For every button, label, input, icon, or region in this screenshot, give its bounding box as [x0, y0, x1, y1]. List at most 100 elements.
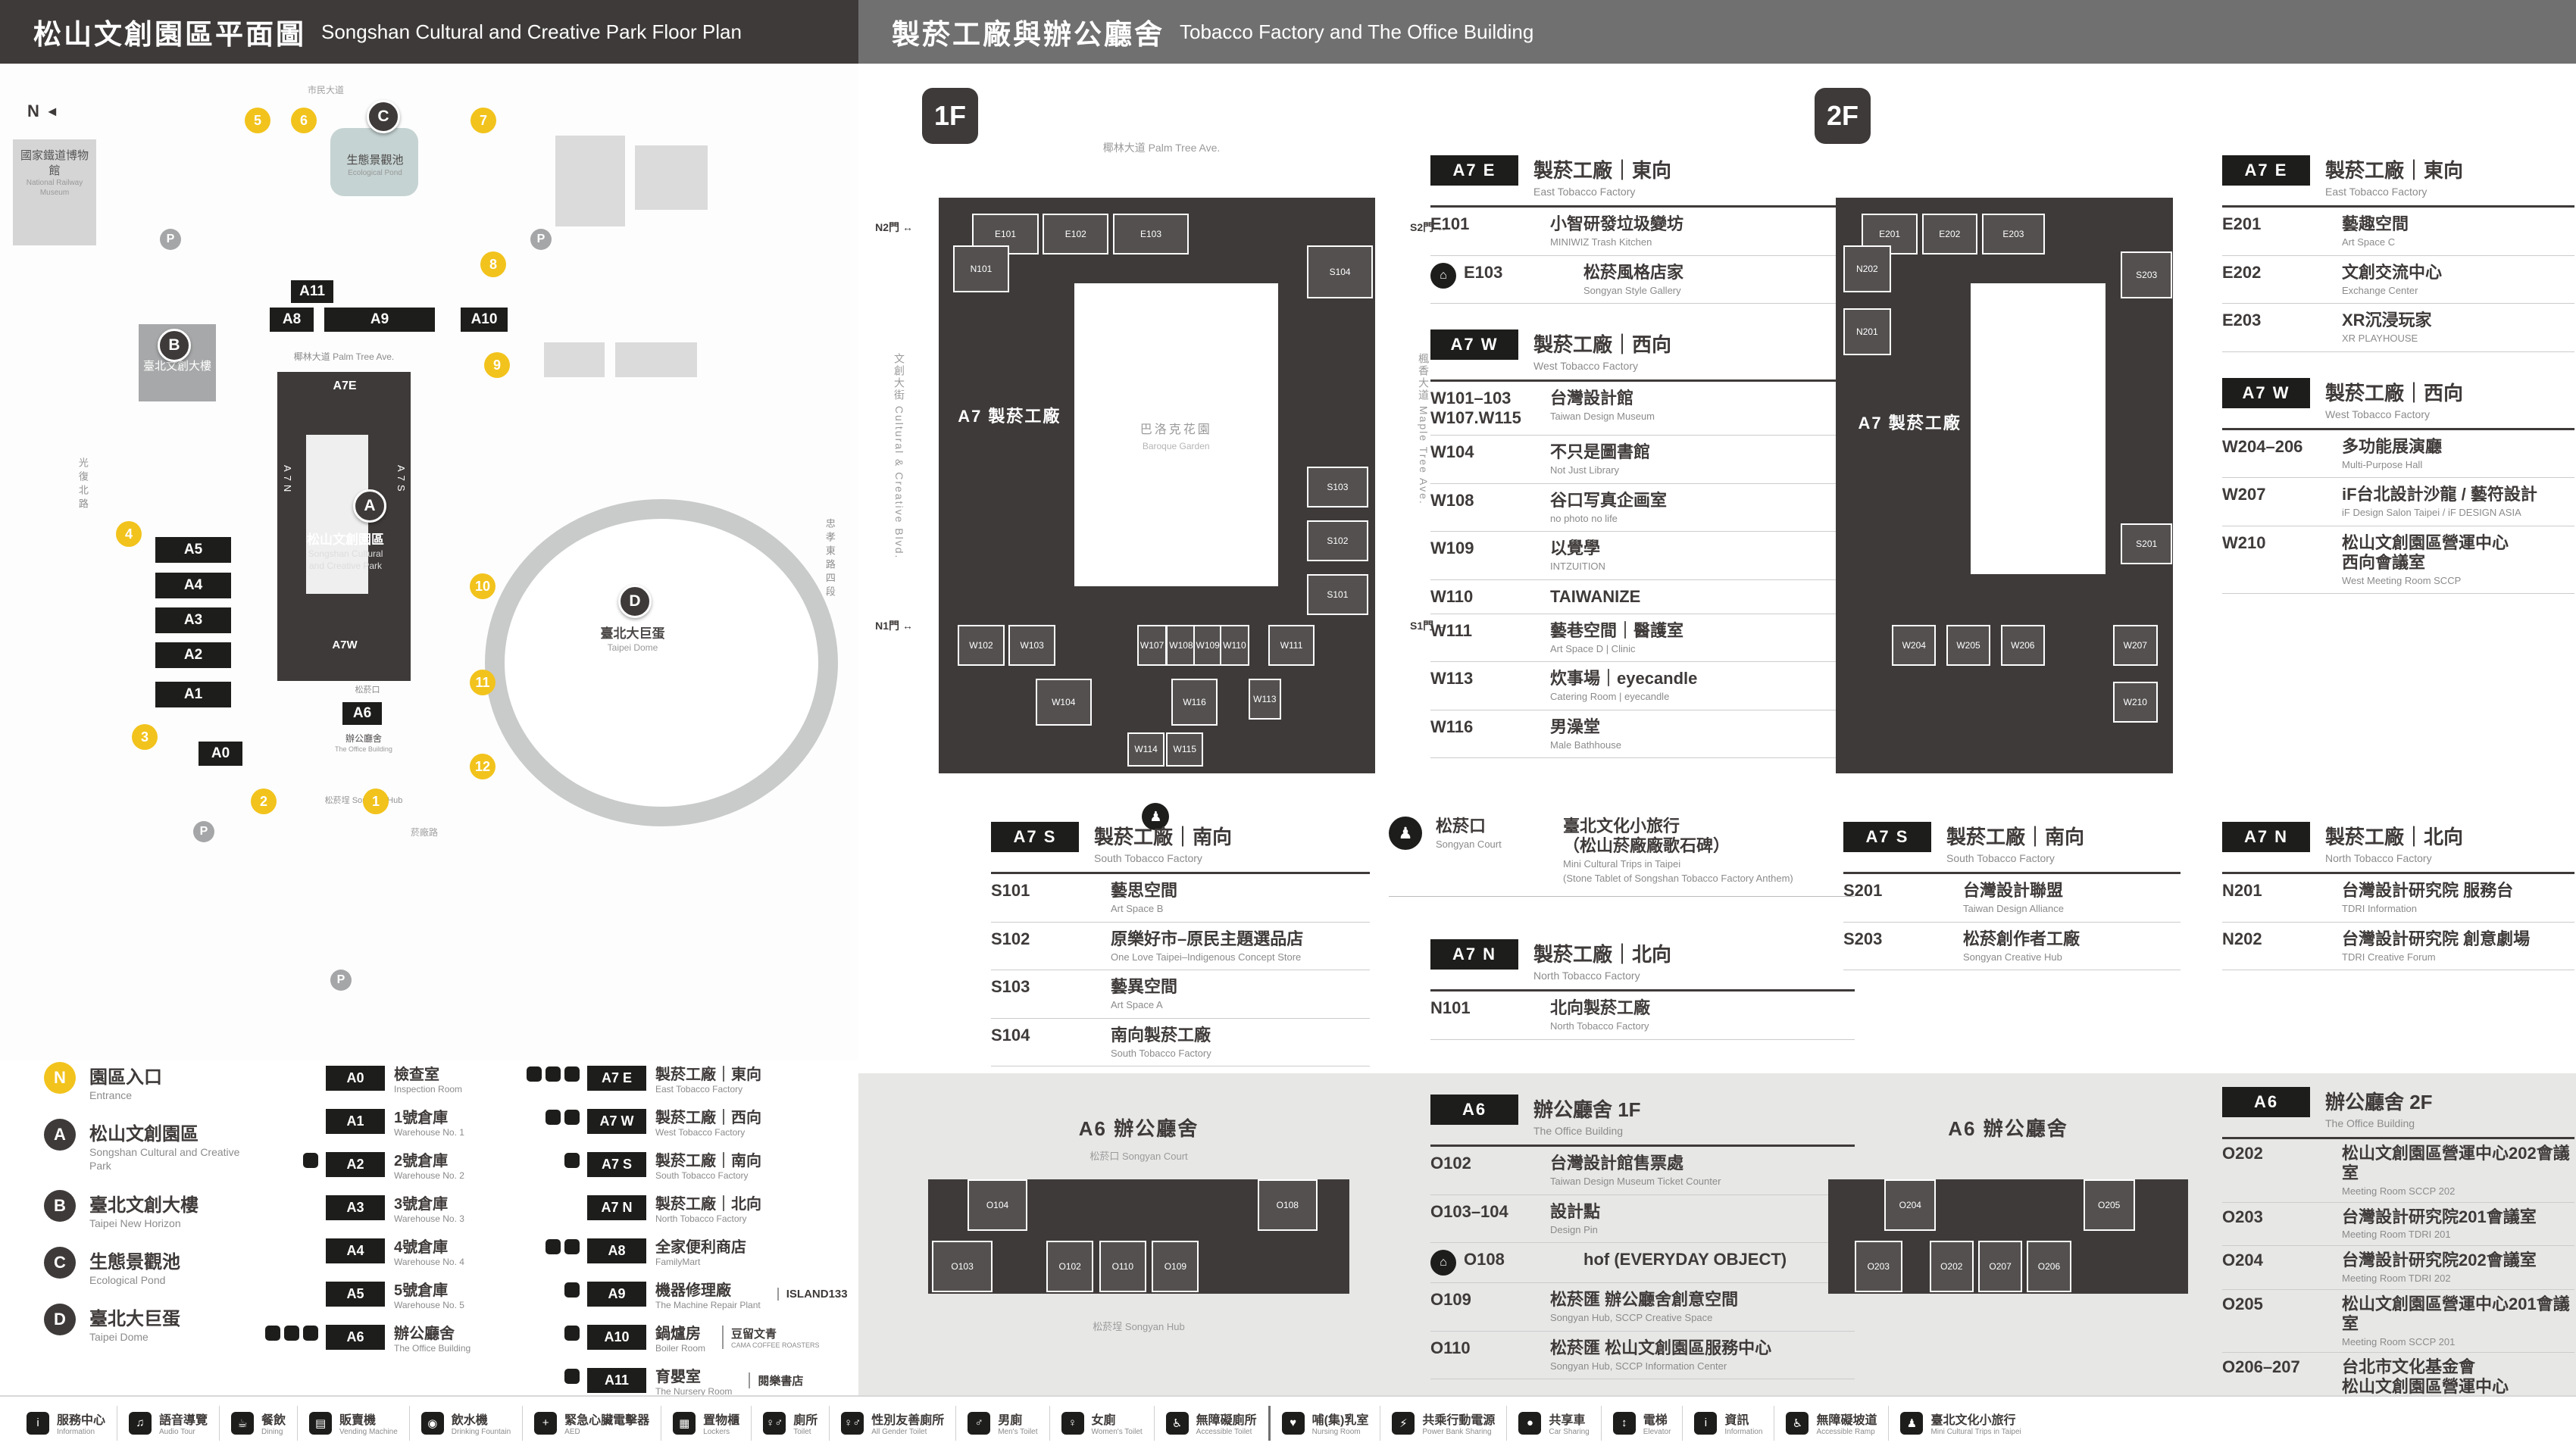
- information-icon: i: [1694, 1411, 1718, 1435]
- building-name-en: Warehouse No. 2: [394, 1170, 464, 1181]
- plan-room-o104: O104: [967, 1179, 1028, 1231]
- room-name-en: Art Space C: [2342, 236, 2396, 248]
- room-code: E101: [1430, 214, 1543, 234]
- court-line-zh2: （松山菸廠廠歌石碑）: [1563, 835, 1730, 855]
- plan-room-s201: S201: [2121, 523, 2173, 565]
- plan-room-w210: W210: [2113, 681, 2158, 723]
- amenity-label-zh: 語音導覽: [159, 1414, 208, 1427]
- room-name-en: Multi-Purpose Hall: [2342, 458, 2423, 470]
- building-name-zh: 製菸工廠｜西向: [655, 1110, 761, 1126]
- amenity-icons: [527, 1066, 580, 1082]
- map-label: 光復北路: [76, 457, 89, 512]
- taipei-dome-oval: [485, 499, 838, 826]
- room-name-en: Songyan Hub, SCCP Information Center: [1550, 1360, 1727, 1372]
- room-name-en: INTZUITION: [1550, 561, 1605, 573]
- room-name-zh: 松菸匯 松山文創園區服務中心: [1550, 1338, 1772, 1357]
- room-name-zh: 台灣設計館售票處: [1550, 1154, 1684, 1173]
- amenity-label-zh: 性別友善廁所: [871, 1414, 945, 1427]
- room-code-line: S201: [1843, 881, 1883, 900]
- plan-room-w110: W110: [1219, 624, 1249, 666]
- room-name: 松菸匯 松山文創園區服務中心 Songyan Hub, SCCP Informat…: [1550, 1338, 1855, 1372]
- room-name-zh: 台灣設計研究院 服務台: [2342, 881, 2514, 900]
- room-code-line: O109: [1430, 1290, 1471, 1310]
- plan-room-w204: W204: [1892, 624, 1937, 666]
- room-name-zh: 設計點: [1550, 1201, 1601, 1221]
- building-name-en: East Tobacco Factory: [655, 1084, 743, 1095]
- map-label-en: Songshan Cultural and Creative Park: [308, 548, 383, 571]
- building-name-en: Warehouse No. 1: [394, 1127, 464, 1138]
- room-code-line: O206–207: [2222, 1357, 2300, 1377]
- room-code-line: S103: [991, 977, 1030, 997]
- a6-plan-title: A6 辦公廳舍: [1948, 1117, 2068, 1140]
- location-badge-c: C: [44, 1246, 76, 1279]
- building-name-zh: 1號倉庫: [394, 1110, 449, 1126]
- room-name: TAIWANIZE: [1550, 587, 1855, 607]
- songyan-court-desc: 臺北文化小旅行（松山菸廠廠歌石碑）Mini Cultural Trips in …: [1563, 817, 1793, 884]
- building-code-a8: A8: [270, 308, 314, 332]
- amenity-label-en: All Gender Toilet: [871, 1428, 927, 1436]
- entrance-marker-3: 3: [132, 724, 158, 750]
- building-name-en: The Machine Repair Plant: [655, 1300, 761, 1310]
- park-map-panel: 松山文創園區平面圖 Songshan Cultural and Creative…: [0, 0, 858, 1449]
- legend-marker-zh: 生態景觀池: [89, 1251, 180, 1273]
- map-label: 市民大道: [250, 85, 402, 97]
- building-name-zh: 5號倉庫: [394, 1282, 449, 1299]
- room-name-en: Catering Room | eyecandle: [1550, 691, 1670, 703]
- building-name-en: Warehouse No. 5: [394, 1300, 464, 1310]
- amenity-label-zh: 共乘行動電源: [1422, 1414, 1496, 1427]
- room-code: E203: [2222, 311, 2334, 330]
- room-name-zh: 台北市文化基金會: [2342, 1357, 2476, 1377]
- section-title-zh: 製菸工廠｜西向: [1533, 333, 1672, 357]
- building-name-zh: 鍋爐房: [655, 1326, 701, 1342]
- city-block: [615, 342, 697, 377]
- amenity-label-en: AED: [564, 1428, 580, 1436]
- room-name-zh: iF台北設計沙龍 / 藝符設計: [2342, 485, 2537, 504]
- cultural-trip-icon: ♟: [1900, 1411, 1924, 1435]
- location-pin-d: D: [618, 585, 652, 618]
- room-name-en: Taiwan Design Alliance: [1963, 902, 2064, 914]
- legend-marker-zh: 臺北大巨蛋: [89, 1308, 180, 1329]
- section-title-zh: 辦公廳舍 1F: [1533, 1098, 1641, 1121]
- building-code: A8: [587, 1238, 646, 1263]
- left-title-zh: 松山文創園區平面圖: [33, 19, 306, 50]
- accessible-toilet-icon: ♿: [1165, 1411, 1189, 1435]
- entrance-marker-5: 5: [245, 108, 270, 133]
